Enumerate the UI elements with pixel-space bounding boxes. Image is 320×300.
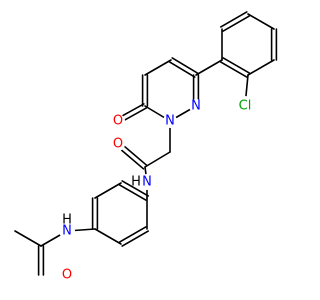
double-bond-line	[119, 226, 147, 243]
atom-ring-n1-label: N	[191, 99, 201, 114]
atom-chlorine-label: Cl	[239, 99, 252, 114]
double-bond-line	[220, 11, 248, 28]
double-bond-line	[222, 15, 250, 32]
atom-amide-o-label: O	[113, 137, 123, 152]
atom-ring-n2: N	[163, 114, 177, 129]
single-bond	[247, 59, 275, 76]
atom-ketone-o-label: O	[113, 114, 123, 129]
atom-ring-n1: N	[189, 99, 203, 114]
single-bond	[247, 13, 275, 30]
atom-ketone-o: O	[111, 114, 125, 129]
atom-label-layer: N N O O N H N H O Cl	[59, 96, 255, 283]
double-bond-line	[220, 61, 248, 78]
double-bond-line	[121, 180, 149, 197]
single-bond	[94, 228, 122, 245]
single-bond	[144, 59, 172, 76]
atom-amide-nh: N H	[131, 174, 155, 190]
double-bond-line	[222, 57, 250, 74]
atom-chlorine: Cl	[235, 96, 255, 116]
atom-acetamide-n-label: N	[62, 224, 72, 239]
molecule-structure-diagram: N N O O N H N H O Cl	[14, 11, 278, 283]
single-bond	[94, 182, 122, 199]
single-bond	[144, 151, 171, 168]
atom-amide-n-label: N	[142, 175, 152, 190]
atom-acetamide-nh: N H	[59, 213, 75, 239]
double-bond-line	[119, 184, 147, 201]
atom-acetyl-o-label: O	[62, 268, 72, 283]
double-bond-line	[121, 230, 149, 247]
bond-layer	[14, 11, 278, 276]
double-bond-line	[168, 61, 196, 78]
atom-amide-o: O	[111, 137, 125, 152]
single-bond	[195, 59, 223, 76]
atom-acetamide-h-label: H	[62, 213, 72, 228]
atom-amide-h-label: H	[131, 175, 141, 190]
single-bond	[14, 230, 42, 247]
atom-acetyl-o: O	[60, 268, 74, 283]
atom-ring-n2-label: N	[165, 114, 175, 129]
double-bond-line	[171, 57, 199, 74]
